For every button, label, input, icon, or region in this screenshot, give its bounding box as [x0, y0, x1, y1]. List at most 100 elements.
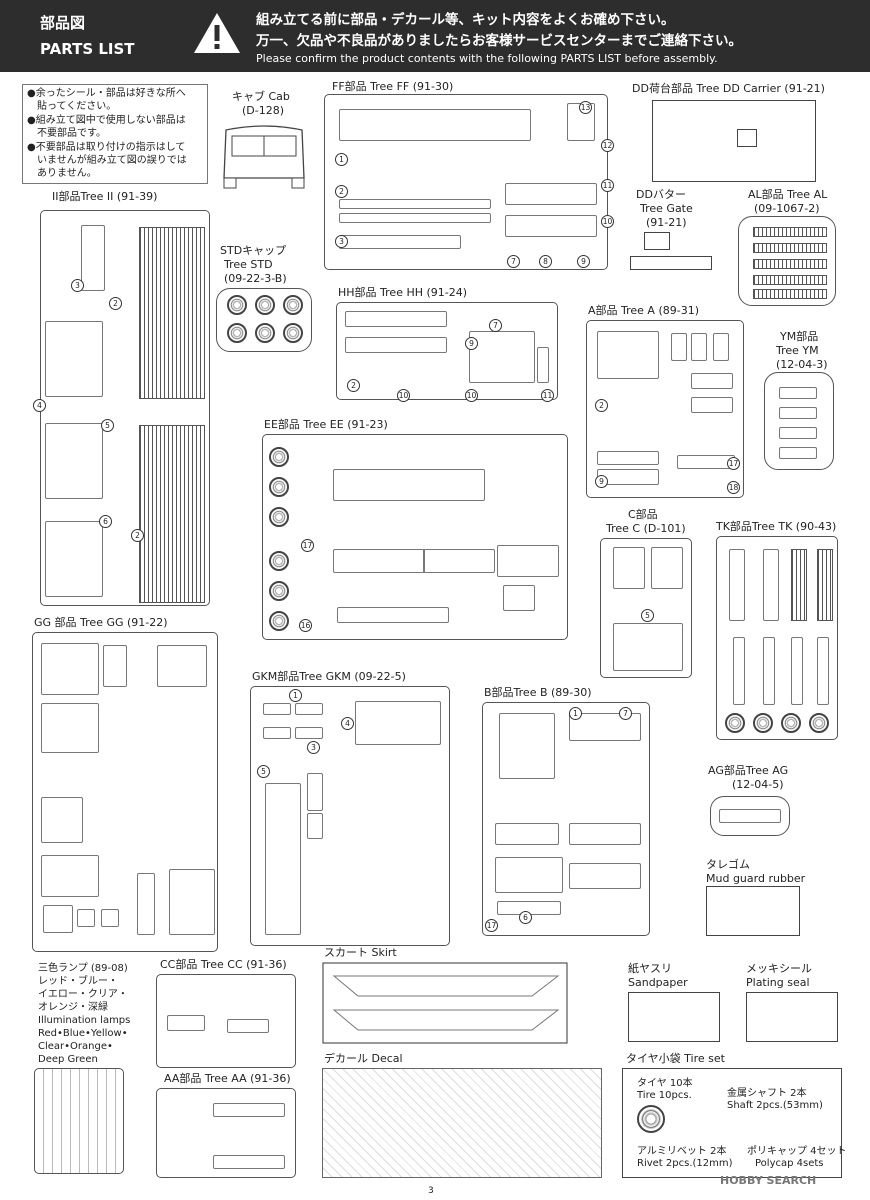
ee-frame: [333, 469, 485, 501]
gkm-part: [295, 703, 323, 715]
frame-rail: [339, 109, 531, 141]
part-number-marker: 18: [727, 481, 740, 494]
tree-gg: [32, 632, 218, 952]
rivet-en: Rivet 2pcs.(12mm): [637, 1158, 733, 1169]
wheel-part: [269, 447, 289, 467]
warning-triangle-icon: [194, 13, 240, 53]
part-number-marker: 10: [397, 389, 410, 402]
part-number-marker: 2: [347, 379, 360, 392]
b-part: [495, 857, 563, 893]
tree-ym: [764, 372, 834, 470]
tire-jp: タイヤ 10本: [637, 1078, 693, 1089]
lamps-sprue: [34, 1068, 124, 1174]
warning-line-2: 万一、欠品や不良品がありましたらお客様サービスセンターまでご連絡下さい。: [256, 33, 742, 49]
tk-part: [817, 549, 833, 621]
lamps-l1: 三色ランプ (89-08): [38, 963, 128, 974]
tree-std-label: STDキャップ: [220, 244, 287, 257]
wheel-part: [283, 323, 303, 343]
ym-part: [779, 387, 817, 399]
part-number-marker: 7: [619, 707, 632, 720]
part-number-marker: 13: [579, 101, 592, 114]
part-number-marker: 7: [489, 319, 502, 332]
tree-gkm-label: GKM部品Tree GKM (09-22-5): [252, 670, 406, 683]
tree-ee: 17 16: [262, 434, 568, 640]
tk-part: [791, 549, 807, 621]
a-part: [691, 397, 733, 413]
b-part: [569, 863, 641, 889]
ee-part: [333, 549, 425, 573]
part-number-marker: 4: [33, 399, 46, 412]
part-number-marker: 2: [335, 185, 348, 198]
tk-part: [763, 549, 779, 621]
tree-gate-code: (91-21): [646, 216, 687, 229]
hh-part: [537, 347, 549, 383]
tree-hh-label: HH部品 Tree HH (91-24): [338, 286, 468, 299]
ii-part: [81, 225, 105, 291]
part-number-marker: 10: [465, 389, 478, 402]
lamps-l3: イエロー・クリア・: [38, 989, 128, 1000]
tree-gate-label: DDバター: [636, 188, 686, 201]
tree-gkm: 1 4 3 5: [250, 686, 450, 946]
note-line: ●不要部品は取り付けの指示はして: [27, 141, 186, 153]
ag-part: [719, 809, 781, 823]
tk-part: [817, 637, 829, 705]
gkm-panel: [265, 783, 301, 935]
part-number-marker: 2: [595, 399, 608, 412]
header-bar: 部品図 PARTS LIST 組み立てる前に部品・デカール等、キット内容をよくお…: [0, 0, 870, 72]
tree-ii: 3 2 4 5 6 2: [33, 210, 210, 606]
tree-std-name: Tree STD: [224, 258, 273, 271]
skirt-label: スカート Skirt: [324, 946, 397, 959]
warning-line-3: Please confirm the product contents with…: [256, 52, 718, 65]
frame-rail: [339, 199, 491, 209]
tree-b-label: B部品Tree B (89-30): [484, 686, 592, 699]
tree-aa-label: AA部品 Tree AA (91-36): [164, 1072, 291, 1085]
cab-code: (D-128): [242, 104, 285, 117]
wheel-part: [725, 713, 745, 733]
note-line: 貼ってください。: [37, 101, 117, 113]
al-part: [753, 259, 827, 269]
al-part: [753, 289, 827, 299]
gg-part: [169, 869, 215, 935]
tree-c: 5: [600, 538, 692, 678]
part-number-marker: 10: [601, 215, 614, 228]
part-number-marker: 11: [601, 179, 614, 192]
tree-ag-label: AG部品Tree AG: [708, 764, 789, 777]
part-number-marker: 1: [569, 707, 582, 720]
note-line: 不要部品です。: [37, 128, 106, 140]
aa-part: [213, 1155, 285, 1169]
tree-aa: [156, 1088, 296, 1178]
lamps-l6: Red•Blue•Yellow•: [38, 1028, 128, 1039]
part-number-marker: 5: [641, 609, 654, 622]
mud-label-en: Mud guard rubber: [706, 872, 806, 885]
wheel-part: [255, 323, 275, 343]
title-jp: 部品図: [40, 14, 86, 32]
gg-part: [43, 905, 73, 933]
wheel-part: [269, 581, 289, 601]
tree-gg-label: GG 部品 Tree GG (91-22): [34, 616, 168, 629]
part-number-marker: 1: [335, 153, 348, 166]
tree-ff-label: FF部品 Tree FF (91-30): [332, 80, 454, 93]
gg-part: [77, 909, 95, 927]
tree-al: [738, 216, 836, 306]
tree-a: 2 9 17 18: [586, 320, 744, 498]
tire-en: Tire 10pcs.: [637, 1090, 692, 1101]
gkm-part: [263, 703, 291, 715]
ee-part: [423, 549, 495, 573]
al-part: [753, 275, 827, 285]
tree-a-label: A部品 Tree A (89-31): [588, 304, 700, 317]
c-seat: [613, 623, 683, 671]
b-part: [495, 823, 559, 845]
part-number-marker: 17: [485, 919, 498, 932]
wheel-part: [269, 551, 289, 571]
a-seat: [671, 333, 687, 361]
part-number-marker: 17: [727, 457, 740, 470]
carrier-bed: [652, 100, 816, 182]
part-number-marker: 11: [541, 389, 554, 402]
polycap-en: Polycap 4sets: [755, 1158, 824, 1169]
part-number-marker: 8: [539, 255, 552, 268]
tree-ff: 1 2 3 13 12 11 10 7 8 9: [324, 94, 614, 270]
part-number-marker: 1: [289, 689, 302, 702]
tree-tk: [716, 536, 838, 740]
tk-part: [791, 637, 803, 705]
tree-std: [216, 288, 312, 352]
